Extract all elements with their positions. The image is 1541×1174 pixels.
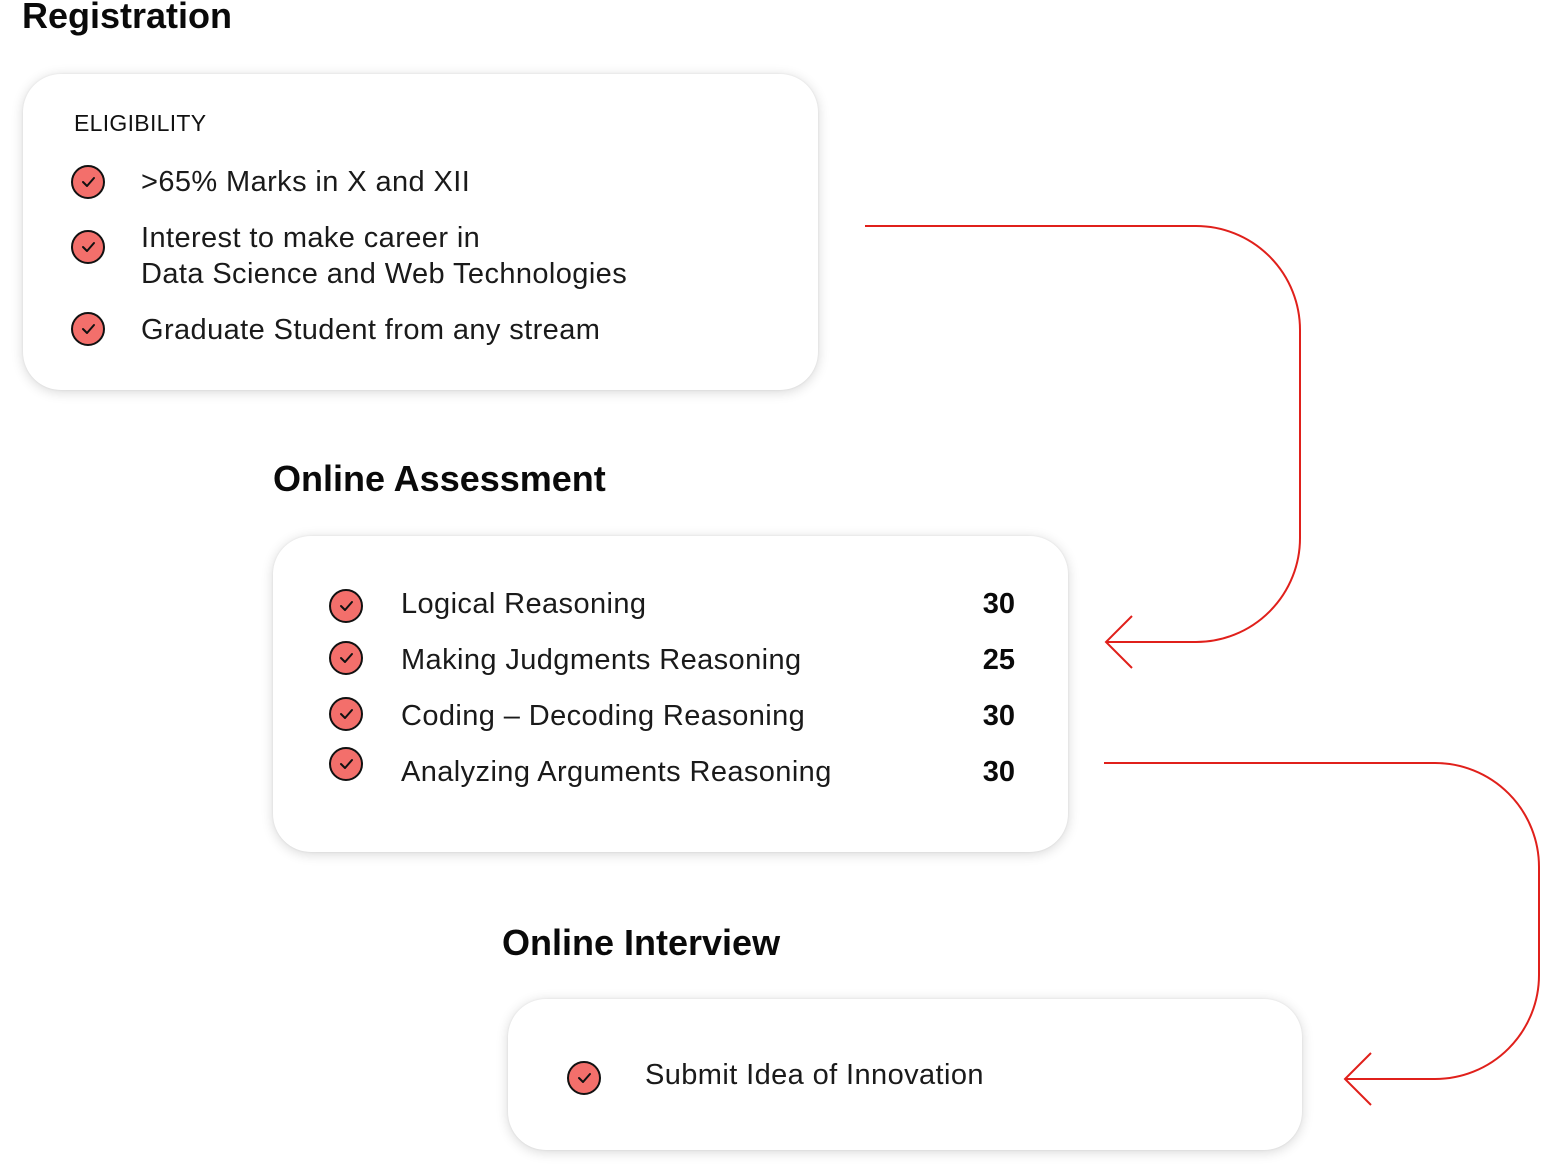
eligibility-item-marks: >65% Marks in X and XII xyxy=(141,166,471,198)
assessment-item-label: Logical Reasoning xyxy=(401,588,647,620)
arrow-assessment-to-interview xyxy=(1104,762,1540,1106)
check-circle-icon xyxy=(329,747,363,781)
connector-line xyxy=(1104,762,1540,1080)
online-interview-card: Submit Idea of Innovation xyxy=(508,999,1302,1150)
arrow-left-icon xyxy=(1343,1052,1372,1106)
check-circle-icon xyxy=(71,312,105,346)
check-circle-icon xyxy=(329,589,363,623)
assessment-item-score: 30 xyxy=(982,588,1015,620)
assessment-item-score: 25 xyxy=(982,644,1015,676)
eligibility-item-graduate: Graduate Student from any stream xyxy=(141,314,601,346)
check-circle-icon xyxy=(567,1061,601,1095)
assessment-item-score: 30 xyxy=(982,700,1015,732)
check-circle-icon xyxy=(71,230,105,264)
arrow-left-icon xyxy=(1104,615,1133,669)
online-assessment-card: Logical Reasoning 30 Making Judgments Re… xyxy=(273,536,1068,852)
eligibility-item-interest-line1: Interest to make career in xyxy=(141,222,481,254)
arrow-registration-to-assessment xyxy=(865,225,1301,669)
check-circle-icon xyxy=(329,641,363,675)
connector-line xyxy=(865,225,1301,643)
assessment-item-label: Analyzing Arguments Reasoning xyxy=(401,756,832,788)
registration-card: ELIGIBILITY >65% Marks in X and XII Inte… xyxy=(23,74,818,390)
online-interview-title: Online Interview xyxy=(502,922,781,963)
check-circle-icon xyxy=(329,697,363,731)
registration-title: Registration xyxy=(22,0,233,36)
assessment-item-label: Making Judgments Reasoning xyxy=(401,644,802,676)
online-assessment-title: Online Assessment xyxy=(273,458,606,499)
eligibility-item-interest-line2: Data Science and Web Technologies xyxy=(141,258,628,290)
assessment-item-score: 30 xyxy=(982,756,1015,788)
assessment-item-label: Coding – Decoding Reasoning xyxy=(401,700,806,732)
check-circle-icon xyxy=(71,165,105,199)
eligibility-heading: ELIGIBILITY xyxy=(74,110,207,136)
interview-item-label: Submit Idea of Innovation xyxy=(645,1059,984,1091)
